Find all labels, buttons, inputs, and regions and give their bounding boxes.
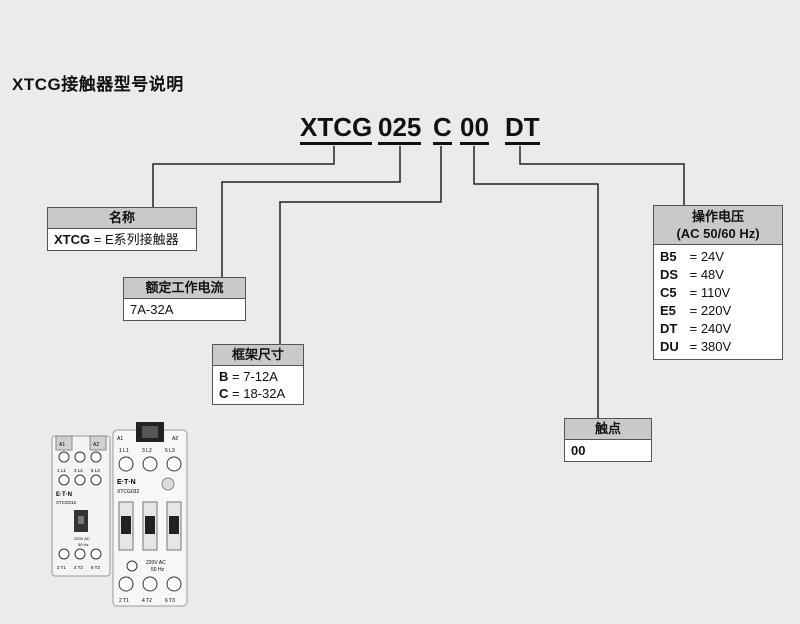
voltage-box: 操作电压 (AC 50/60 Hz) B5 = 24V DS = 48V C5 … <box>653 205 783 360</box>
frame-box: 框架尺寸 B = 7-12A C = 18-32A <box>212 344 304 405</box>
code-segment-contacts: 00 <box>460 112 489 145</box>
svg-text:3 L2: 3 L2 <box>142 448 152 454</box>
svg-text:4 T2: 4 T2 <box>142 598 152 604</box>
code-segment-name: XTCG <box>300 112 373 145</box>
frame-row: B = 7-12A <box>219 369 278 384</box>
svg-text:6 T3: 6 T3 <box>165 598 175 604</box>
svg-text:220V AC: 220V AC <box>74 536 90 541</box>
voltage-row: DU = 380V <box>660 339 732 354</box>
contactor-large-image: A1 A2 1 L1 3 L2 5 L3 E·T·N XTCG032 220V … <box>112 422 188 607</box>
current-box: 额定工作电流 7A-32A <box>123 277 246 321</box>
svg-text:5 L3: 5 L3 <box>165 448 175 454</box>
contactor-small-image: A1 A2 1 L1 3 L2 5 L3 E·T·N XTCG012 220V … <box>51 435 111 577</box>
voltage-box-subheader: (AC 50/60 Hz) <box>676 226 760 241</box>
connector-current <box>221 146 401 277</box>
svg-text:4 T2: 4 T2 <box>74 565 83 570</box>
svg-text:5 L3: 5 L3 <box>91 468 100 473</box>
svg-text:1 L1: 1 L1 <box>119 448 129 454</box>
voltage-row: E5 = 220V <box>660 303 732 318</box>
frame-row: C = 18-32A <box>219 386 286 401</box>
svg-text:XTCG032: XTCG032 <box>117 489 139 495</box>
svg-text:1 L1: 1 L1 <box>57 468 66 473</box>
name-box-header: 名称 <box>48 208 196 229</box>
svg-text:A2: A2 <box>93 442 99 448</box>
svg-text:XTCG012: XTCG012 <box>56 500 77 505</box>
contact-box-header: 触点 <box>565 419 651 440</box>
svg-text:E·T·N: E·T·N <box>117 479 136 486</box>
svg-text:E·T·N: E·T·N <box>56 492 72 498</box>
current-box-header: 额定工作电流 <box>124 278 245 299</box>
voltage-row: DS = 48V <box>660 267 724 282</box>
svg-text:3 L2: 3 L2 <box>74 468 83 473</box>
svg-text:50 Hz: 50 Hz <box>78 542 88 547</box>
frame-box-header: 框架尺寸 <box>213 345 303 366</box>
voltage-box-header: 操作电压 <box>691 209 744 224</box>
code-segment-voltage: DT <box>505 112 540 145</box>
svg-text:A1: A1 <box>59 442 65 448</box>
connector-voltage <box>519 146 685 205</box>
name-sep: = <box>90 232 105 247</box>
voltage-row: B5 = 24V <box>660 249 724 264</box>
code-segment-frame: C <box>433 112 452 145</box>
current-value: 7A-32A <box>130 302 174 317</box>
svg-text:50 Hz: 50 Hz <box>151 567 165 573</box>
svg-text:2 T1: 2 T1 <box>57 565 66 570</box>
connector-name <box>152 146 335 207</box>
svg-text:2 T1: 2 T1 <box>119 598 129 604</box>
connector-contacts <box>473 146 599 418</box>
connector-frame <box>279 146 442 344</box>
voltage-row: DT = 240V <box>660 321 732 336</box>
name-key: XTCG <box>54 232 91 247</box>
code-segment-current: 025 <box>378 112 422 145</box>
page-title: XTCG接触器型号说明 <box>12 75 184 94</box>
contact-box: 触点 00 <box>564 418 652 462</box>
svg-text:A2: A2 <box>172 436 178 442</box>
contact-value: 00 <box>571 443 586 458</box>
voltage-row: C5 = 110V <box>660 285 731 300</box>
svg-text:220V AC: 220V AC <box>146 560 166 566</box>
name-box: 名称 XTCG = E系列接触器 <box>47 207 197 251</box>
svg-text:A1: A1 <box>117 436 123 442</box>
name-value: E系列接触器 <box>104 232 179 247</box>
svg-text:6 T3: 6 T3 <box>91 565 100 570</box>
